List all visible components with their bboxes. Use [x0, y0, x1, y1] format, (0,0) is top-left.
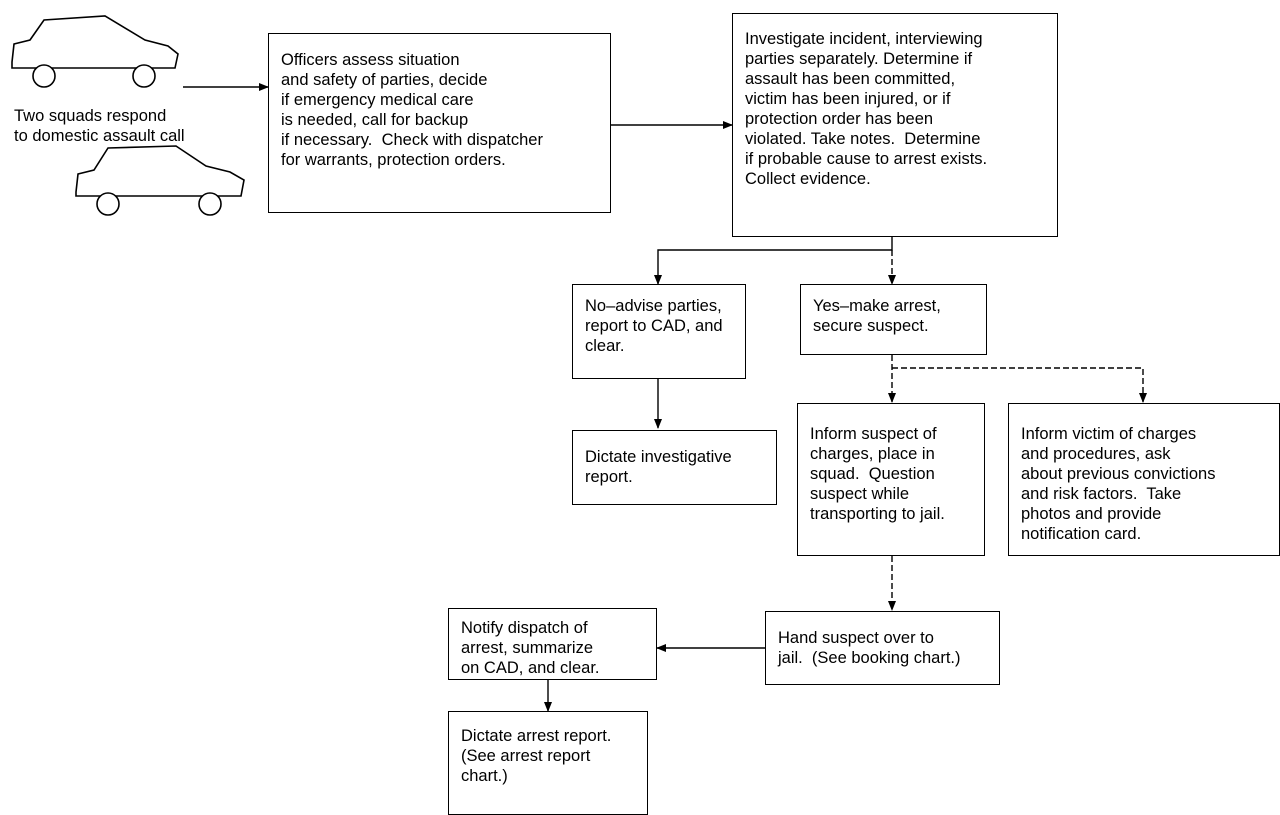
car-icon: [11, 15, 179, 88]
box-inform-victim: Inform victim of charges and procedures,…: [1008, 403, 1280, 556]
box-yes-make-arrest: Yes–make arrest, secure suspect.: [800, 284, 987, 355]
box-dictate-arrest-report: Dictate arrest report. (See arrest repor…: [448, 711, 648, 815]
squads-caption: Two squads respond to domestic assault c…: [14, 107, 185, 145]
box-dictate-investigative-report: Dictate investigative report.: [572, 430, 777, 505]
box-assess-situation: Officers assess situation and safety of …: [268, 33, 611, 213]
car-icon: [75, 145, 245, 216]
box-notify-dispatch: Notify dispatch of arrest, summarize on …: [448, 608, 657, 680]
box-inform-suspect: Inform suspect of charges, place in squa…: [797, 403, 985, 556]
box-hand-suspect-over: Hand suspect over to jail. (See booking …: [765, 611, 1000, 685]
connector-investigate-to-no: [654, 236, 893, 285]
box-no-advise-parties: No–advise parties, report to CAD, and cl…: [572, 284, 746, 379]
box-investigate-incident: Investigate incident, interviewing parti…: [732, 13, 1058, 237]
connector-yes-to-inform-victim: [892, 367, 1147, 403]
